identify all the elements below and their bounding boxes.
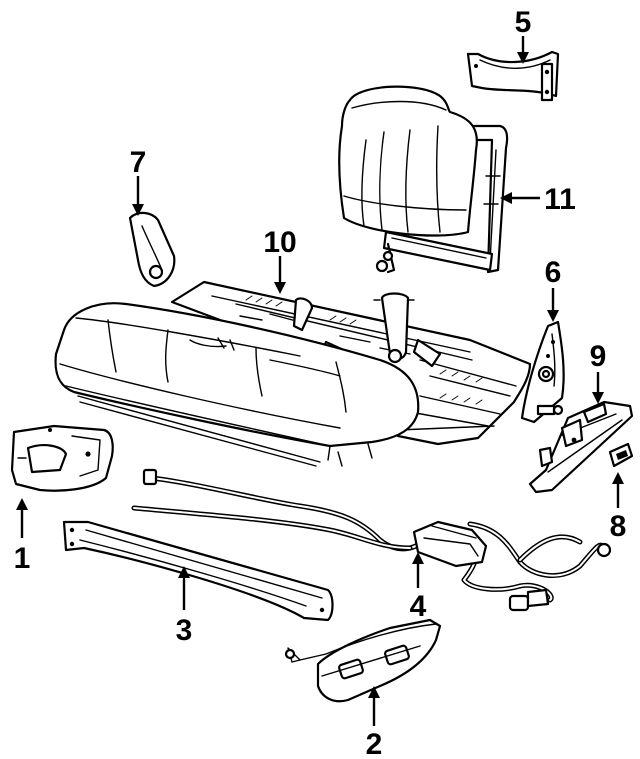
callout-3: 3 xyxy=(176,614,193,647)
seat-cushion xyxy=(54,302,420,467)
part-4-harness xyxy=(131,468,612,612)
part-11-seat-back xyxy=(338,85,509,274)
callout-7: 7 xyxy=(130,146,147,179)
part-9-track xyxy=(528,400,634,494)
part-7-trim xyxy=(128,211,176,288)
part-6-bracket xyxy=(520,320,565,424)
part-5-bracket xyxy=(466,50,560,102)
part-3-cross-member xyxy=(62,520,334,622)
callout-10: 10 xyxy=(263,226,296,259)
callout-6: 6 xyxy=(545,256,562,289)
callout-5: 5 xyxy=(515,6,532,39)
callout-11: 11 xyxy=(544,183,576,216)
callout-labels: 7 10 5 11 6 9 8 1 3 4 2 xyxy=(14,6,627,759)
part-2-bracket xyxy=(284,618,442,703)
callout-1: 1 xyxy=(14,542,31,575)
part-1-side-panel xyxy=(10,424,114,492)
part-8-switch xyxy=(608,442,634,468)
leader-lines xyxy=(16,36,624,726)
callout-8: 8 xyxy=(610,510,627,543)
callout-9: 9 xyxy=(590,340,607,373)
callout-2: 2 xyxy=(366,728,383,759)
callout-4: 4 xyxy=(410,590,427,623)
